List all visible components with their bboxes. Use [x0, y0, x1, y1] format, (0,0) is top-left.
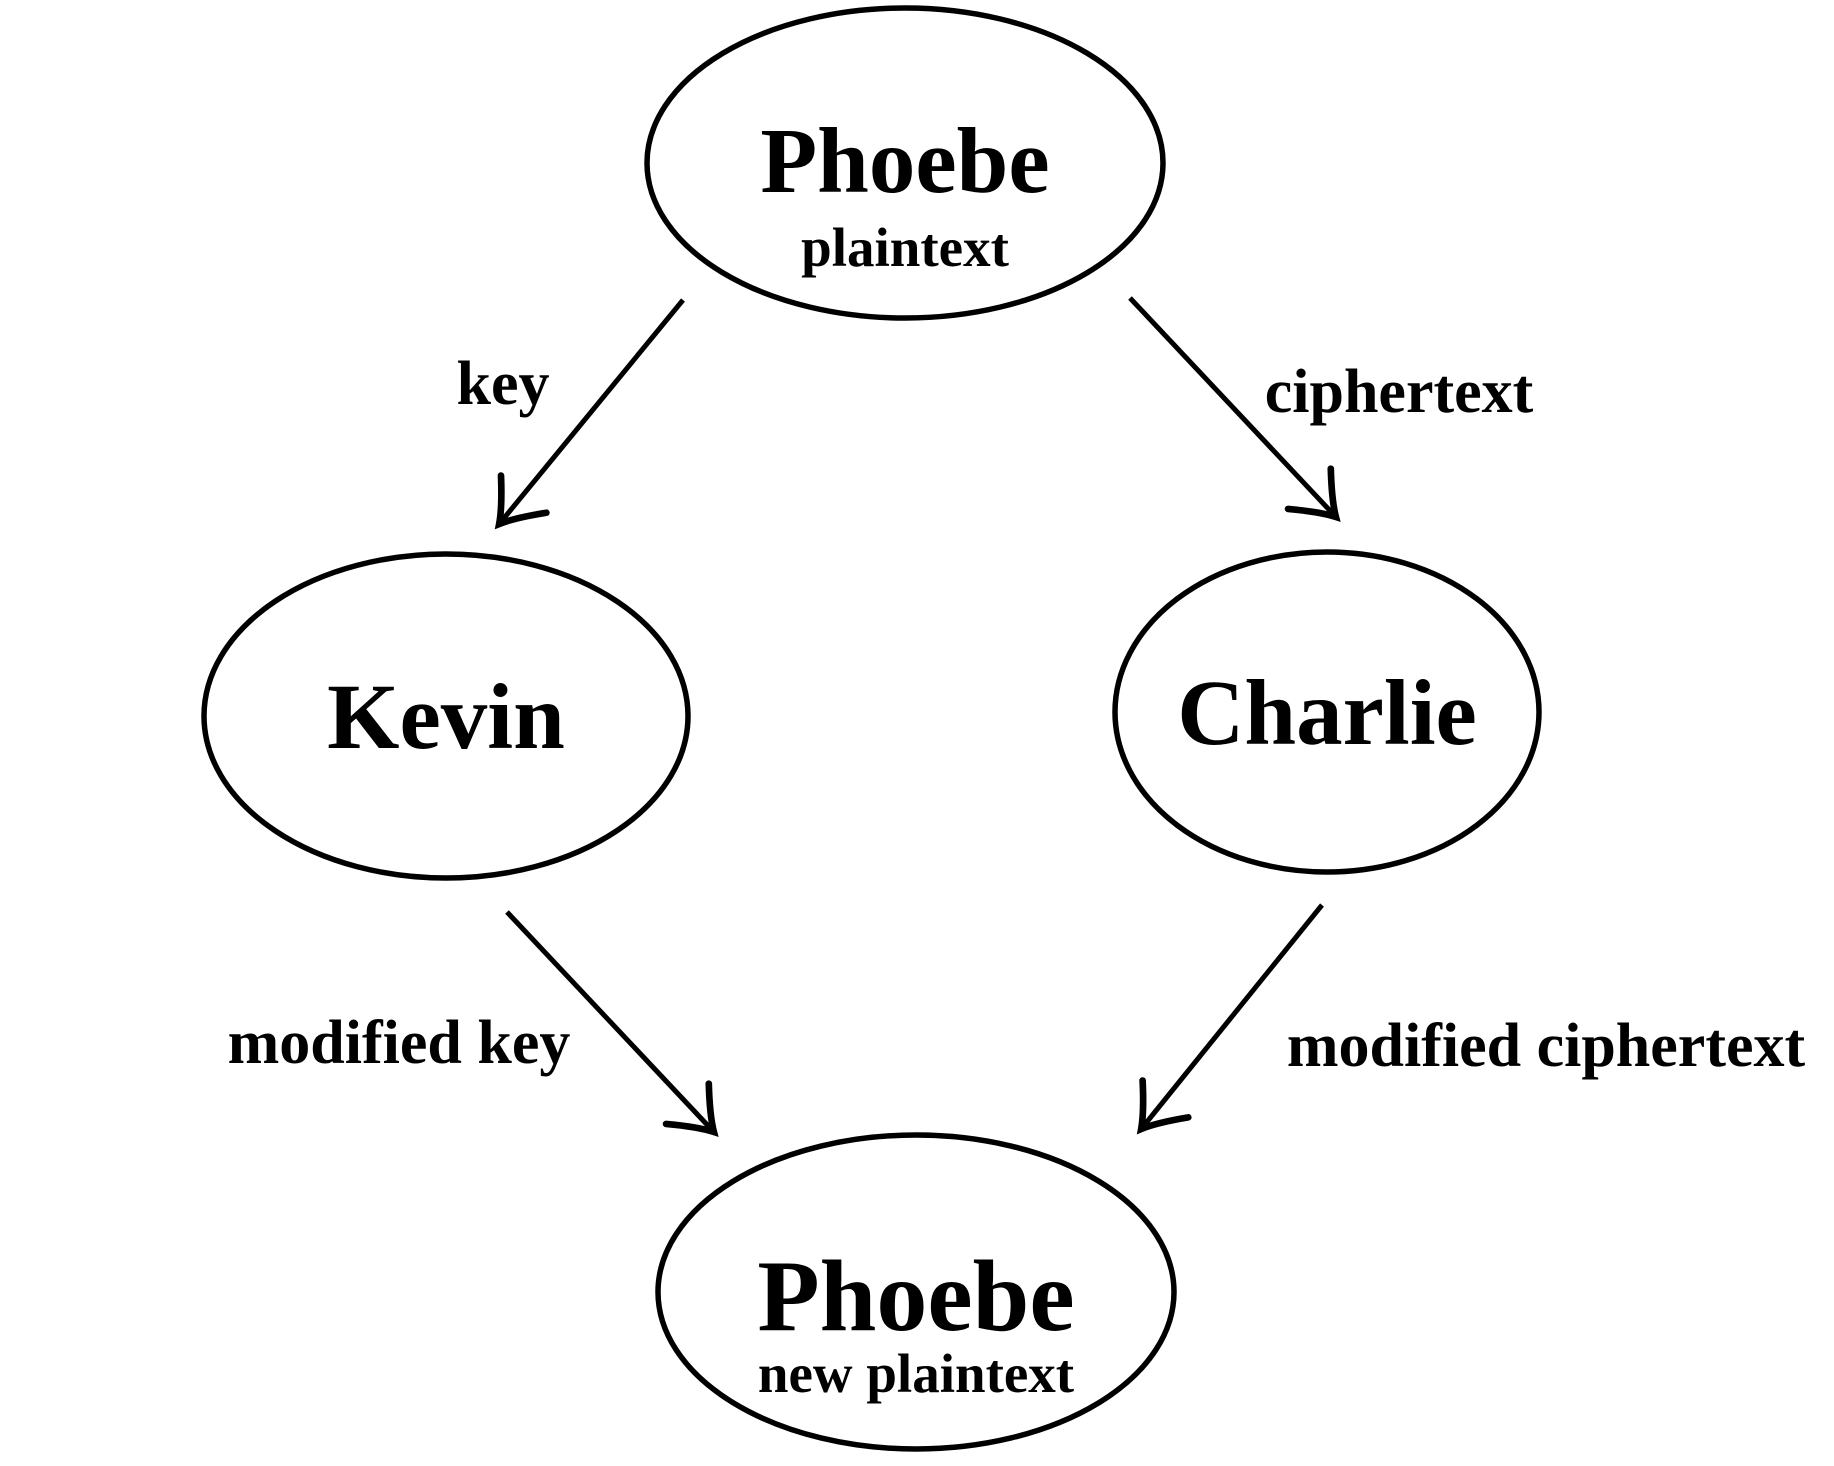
edge-label-modified-ciphertext: modified ciphertext	[1287, 1012, 1806, 1080]
node-phoebe-new-plaintext-title: Phoebe	[757, 1240, 1074, 1353]
node-phoebe-plaintext-ellipse	[644, 5, 1166, 321]
node-kevin-title: Kevin	[327, 666, 565, 769]
node-charlie-title: Charlie	[1177, 662, 1477, 765]
edge-label-modified-key: modified key	[228, 1009, 571, 1077]
node-charlie: Charlie	[1112, 549, 1542, 875]
node-phoebe-plaintext: Phoebe plaintext	[644, 5, 1166, 321]
node-phoebe-new-plaintext-ellipse	[655, 1132, 1177, 1452]
node-charlie-ellipse	[1112, 549, 1542, 875]
edge-key-arrow	[494, 298, 685, 530]
edge-label-key: key	[457, 350, 550, 418]
node-phoebe-new-plaintext-subtitle: new plaintext	[758, 1343, 1075, 1404]
node-phoebe-plaintext-title: Phoebe	[760, 110, 1049, 213]
node-phoebe-plaintext-subtitle: plaintext	[801, 217, 1009, 278]
node-kevin: Kevin	[201, 551, 691, 881]
edge-label-ciphertext: ciphertext	[1265, 358, 1534, 426]
edge-modified-key-arrow	[505, 910, 719, 1138]
edge-ciphertext-arrow	[1128, 296, 1341, 523]
edge-modified-ciphertext-arrow	[1136, 903, 1324, 1135]
node-phoebe-new-plaintext: Phoebe new plaintext	[655, 1132, 1177, 1452]
node-kevin-ellipse	[201, 551, 691, 881]
